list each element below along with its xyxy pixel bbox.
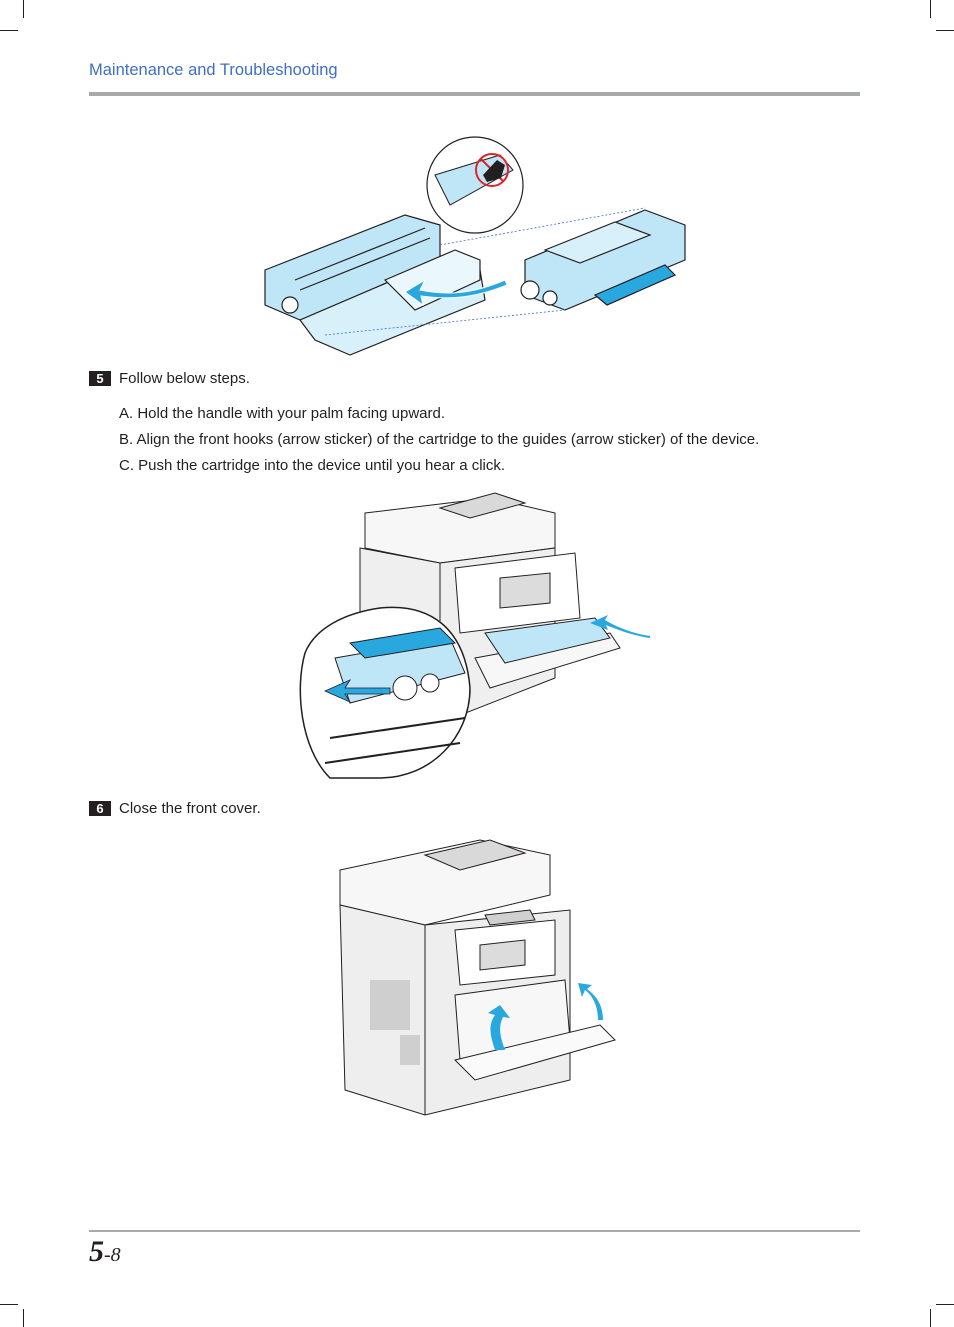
header-rule xyxy=(89,92,860,96)
cartridge-in-device-illustration xyxy=(484,617,611,664)
crop-mark xyxy=(23,1309,24,1327)
section-header: Maintenance and Troubleshooting xyxy=(89,61,338,79)
drum-unit-illustration xyxy=(264,214,486,356)
step-6: 6 Close the front cover. xyxy=(89,800,261,817)
page-index: 8 xyxy=(110,1244,121,1266)
inset-do-not-touch xyxy=(426,136,524,234)
step-number-badge: 5 xyxy=(89,371,111,386)
page-number: 5-8 xyxy=(89,1235,121,1269)
page-chapter: 5 xyxy=(89,1235,104,1268)
arrow-icon xyxy=(590,615,650,638)
crop-mark xyxy=(23,0,24,18)
hand-icon xyxy=(483,160,505,182)
crop-mark xyxy=(0,30,18,31)
arrow-icon xyxy=(404,278,508,307)
crop-mark xyxy=(0,1304,18,1305)
crop-mark xyxy=(936,1304,954,1305)
printer-illustration xyxy=(339,839,616,1116)
figure-toner-into-drum xyxy=(255,130,695,365)
figure-close-front-cover xyxy=(330,835,620,1120)
arrow-icon xyxy=(488,1005,510,1050)
toner-cartridge-illustration xyxy=(520,209,686,311)
step-text: Follow below steps. xyxy=(119,370,250,387)
arrow-icon xyxy=(578,983,603,1020)
crop-mark xyxy=(930,0,931,18)
inset-magnified-view xyxy=(299,606,471,779)
page-separator: - xyxy=(104,1244,111,1266)
crop-mark xyxy=(930,1309,931,1327)
step-number-badge: 6 xyxy=(89,801,111,816)
step-5: 5 Follow below steps. xyxy=(89,370,250,387)
step-text: Close the front cover. xyxy=(119,800,261,817)
footer-rule xyxy=(89,1230,860,1232)
substep-a: A. Hold the handle with your palm facing… xyxy=(119,405,446,422)
arrow-icon xyxy=(324,679,391,703)
crop-mark xyxy=(936,30,954,31)
substep-c: C. Push the cartridge into the device un… xyxy=(119,457,506,474)
substep-b: B. Align the front hooks (arrow sticker)… xyxy=(119,431,760,448)
figure-insert-cartridge xyxy=(290,488,660,783)
